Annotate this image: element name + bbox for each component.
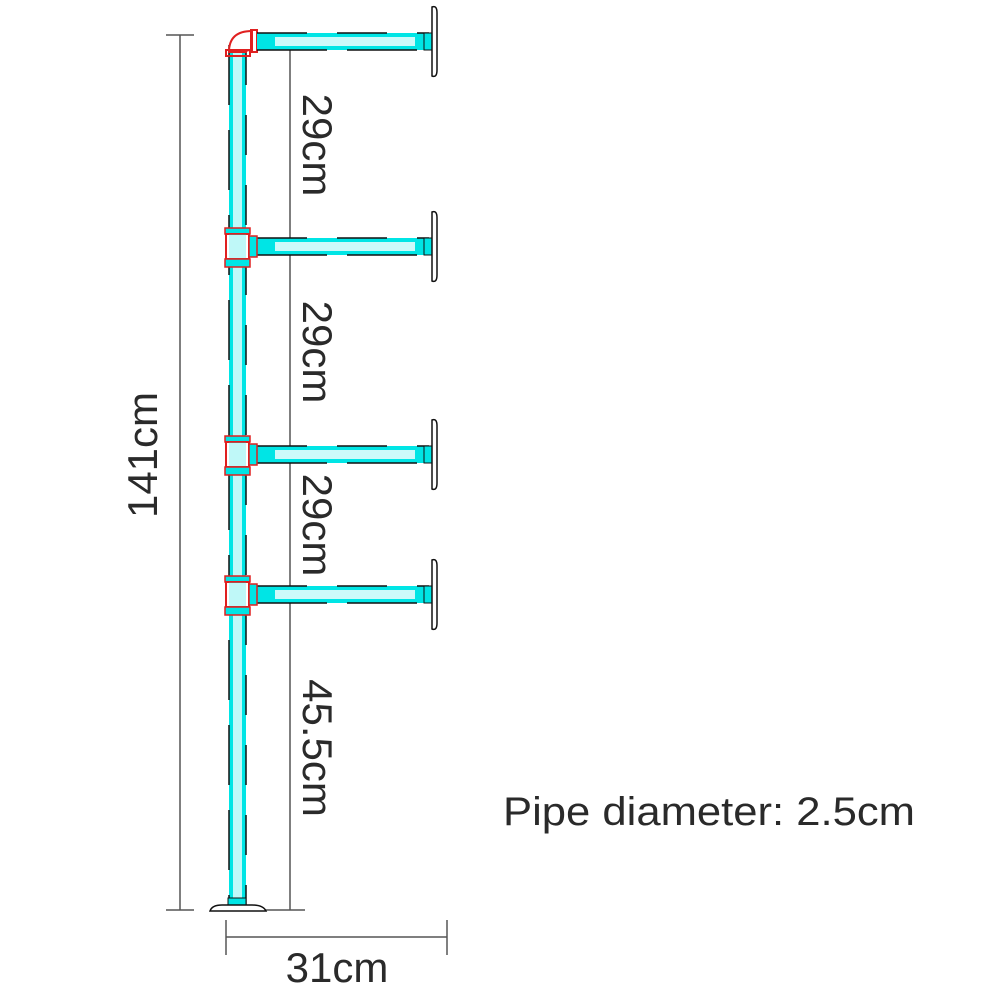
- shelf-arm: [224, 418, 438, 491]
- pipe-diameter-note: Pipe diameter: 2.5cm: [503, 790, 915, 834]
- dimension-lines: [166, 34, 448, 955]
- shelf-arms: [224, 5, 438, 631]
- tee-fitting: [224, 435, 258, 476]
- vertical-pipe: [228, 45, 247, 907]
- depth-label: 31cm: [286, 944, 389, 991]
- shelf-arm: [224, 558, 438, 631]
- wall-flange: [423, 558, 438, 631]
- spacing-2-label: 29cm: [294, 301, 341, 404]
- floor-flange: [208, 897, 268, 912]
- tee-fitting: [224, 227, 258, 268]
- bottom-height-label: 45.5cm: [294, 679, 341, 817]
- wall-flange: [423, 418, 438, 491]
- shelf-arm: [224, 210, 438, 283]
- tee-fitting: [224, 575, 258, 616]
- wall-flange: [423, 210, 438, 283]
- shelf-arm: [257, 5, 438, 78]
- wall-flange: [423, 5, 438, 78]
- spacing-3-label: 29cm: [294, 474, 341, 577]
- top-elbow-fitting: [225, 29, 258, 57]
- spacing-1-label: 29cm: [294, 94, 341, 197]
- total-height-label: 141cm: [119, 392, 166, 518]
